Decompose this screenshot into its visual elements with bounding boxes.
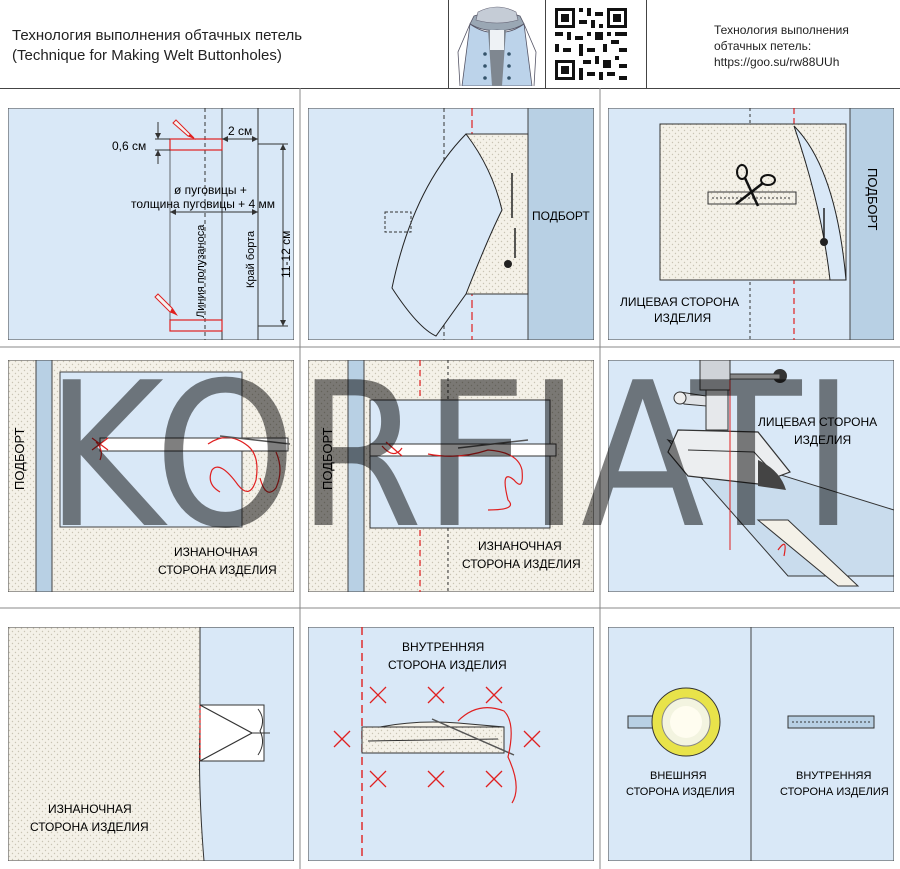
edge-label: Край борта xyxy=(245,230,257,288)
overlap-line-label: Линия полузаноса xyxy=(195,224,207,318)
outer-label-line2: СТОРОНА ИЗДЕЛИЯ xyxy=(626,786,735,798)
side-label-line2: ИЗДЕЛИЯ xyxy=(794,433,851,447)
panel-9-result: ВНЕШНЯЯ СТОРОНА ИЗДЕЛИЯ ВНУТРЕННЯЯ СТОРО… xyxy=(608,627,894,861)
watermark-text: KORFIATI xyxy=(45,357,855,537)
facing-label: ПОДБОРТ xyxy=(320,427,335,490)
scissors-icon xyxy=(735,164,776,207)
qr-code xyxy=(553,6,629,82)
pencil-icon xyxy=(172,119,196,140)
outer-label-line1: ВНЕШНЯЯ xyxy=(650,770,707,782)
panel-6-machine-stitch: ЛИЦЕВАЯ СТОРОНА ИЗДЕЛИЯ xyxy=(608,360,894,592)
button-formula-line2: толщина пуговицы + 4 мм xyxy=(131,197,275,211)
side-label-line1: ИЗНАНОЧНАЯ xyxy=(48,802,132,816)
page-title: Технология выполнения обтачных петель (T… xyxy=(12,26,302,66)
side-label-line2: ИЗДЕЛИЯ xyxy=(654,311,711,325)
side-label-line2: СТОРОНА ИЗДЕЛИЯ xyxy=(462,557,581,571)
side-label-line1: ЛИЦЕВАЯ СТОРОНА xyxy=(620,295,739,309)
length-label: 11-12 см xyxy=(279,231,293,278)
panel-4-hand-stitch: ПОДБОРТ ИЗНАНОЧНАЯ СТОРОНА ИЗДЕЛИЯ xyxy=(8,360,294,592)
grid-lines xyxy=(0,88,900,869)
side-label-line2: СТОРОНА ИЗДЕЛИЯ xyxy=(158,563,277,577)
cross-stitches xyxy=(333,686,541,788)
link-block: Технология выполнения обтачных петель: h… xyxy=(714,22,900,70)
panel-7-welt-inside: ИЗНАНОЧНАЯ СТОРОНА ИЗДЕЛИЯ xyxy=(8,627,294,861)
pencil-icon xyxy=(154,293,178,316)
side-label-line1: ЛИЦЕВАЯ СТОРОНА xyxy=(758,415,877,429)
divider xyxy=(545,0,546,88)
coat-illustration xyxy=(457,6,537,86)
inner-label-line1: ВНУТРЕННЯЯ xyxy=(796,770,871,782)
title-russian: Технология выполнения обтачных петель xyxy=(12,27,303,44)
facing-label: ПОДБОРТ xyxy=(12,427,27,490)
divider xyxy=(646,0,647,88)
side-label-line1: ИЗНАНОЧНАЯ xyxy=(478,539,562,553)
panel-8-inner-finish: ВНУТРЕННЯЯ СТОРОНА ИЗДЕЛИЯ xyxy=(308,627,594,861)
dim-width-label: 2 см xyxy=(228,124,252,138)
link-url[interactable]: https://goo.su/rw88UUh xyxy=(714,55,840,69)
panel-1-marking: 0,6 см 2 см ø пуговицы + толщина пуговиц… xyxy=(8,108,294,340)
side-label-line1: ИЗНАНОЧНАЯ xyxy=(174,545,258,559)
facing-label: ПОДБОРТ xyxy=(532,209,590,223)
dim-height-label: 0,6 см xyxy=(112,139,146,153)
link-title: Технология выполнения обтачных петель: xyxy=(714,23,849,53)
inner-label-line2: СТОРОНА ИЗДЕЛИЯ xyxy=(780,786,889,798)
side-label-line2: СТОРОНА ИЗДЕЛИЯ xyxy=(30,820,149,834)
header: Технология выполнения обтачных петель (T… xyxy=(0,0,900,89)
button-formula-line1: ø пуговицы + xyxy=(174,183,247,197)
divider xyxy=(448,0,449,88)
side-label-line1: ВНУТРЕННЯЯ xyxy=(402,640,484,654)
presser-foot-icon xyxy=(667,360,791,490)
panel-2-facing-fold: ПОДБОРТ xyxy=(308,108,594,340)
watermark: KORFIATI xyxy=(45,357,855,537)
title-english: (Technique for Making Welt Buttonholes) xyxy=(12,47,282,64)
panel-3-cutting: ПОДБОРТ ЛИЦЕВАЯ СТОРОНА ИЗДЕЛИЯ xyxy=(608,108,894,340)
side-label-line2: СТОРОНА ИЗДЕЛИЯ xyxy=(388,658,507,672)
panel-5-hand-stitch: ПОДБОРТ ИЗНАНОЧНАЯ СТОРОНА ИЗДЕЛИЯ xyxy=(308,360,594,592)
facing-label: ПОДБОРТ xyxy=(865,168,880,231)
